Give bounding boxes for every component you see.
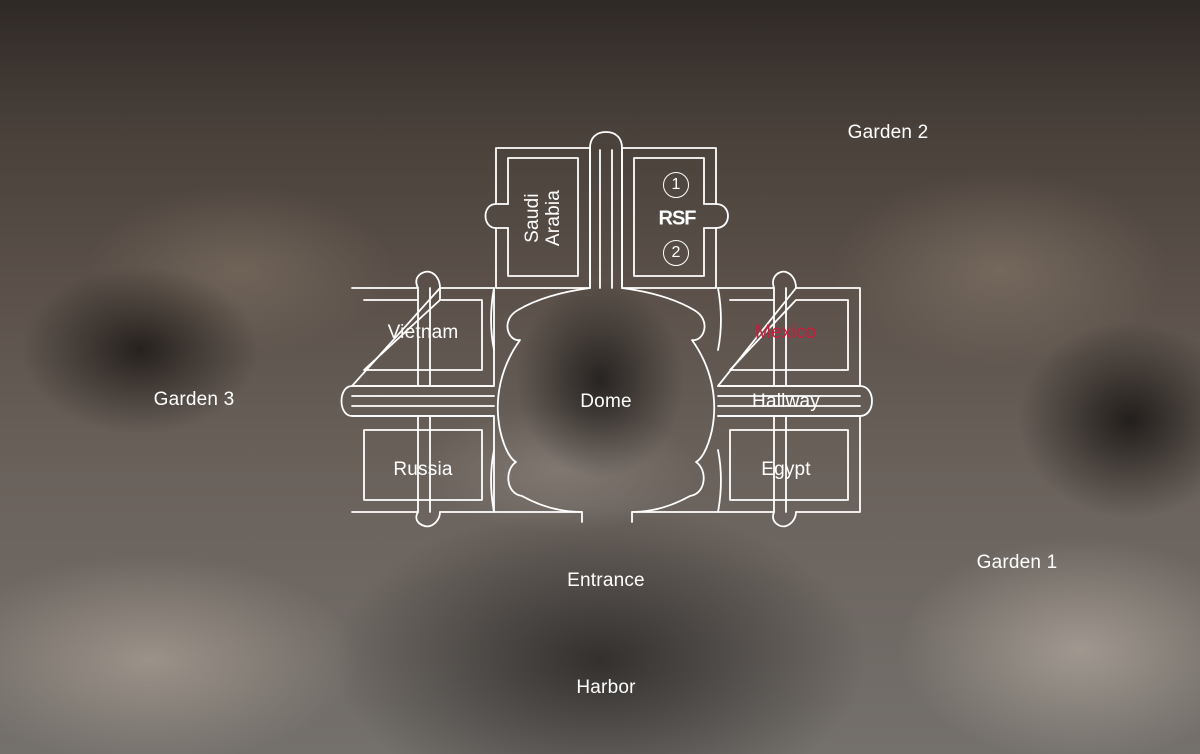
garden-3-label[interactable]: Garden 3 [153, 389, 235, 410]
entrance-label[interactable]: Entrance [567, 570, 645, 591]
dome-outline[interactable] [490, 287, 722, 523]
vietnam-room[interactable] [351, 270, 495, 387]
booth-1-icon[interactable]: 1 [663, 172, 689, 198]
garden-1-label[interactable]: Garden 1 [976, 552, 1058, 573]
vietnam-label[interactable]: Vietnam [387, 322, 459, 343]
booth-2-icon[interactable]: 2 [663, 240, 689, 266]
egypt-label[interactable]: Egypt [761, 459, 811, 480]
north-corridor [589, 131, 623, 289]
hallway-label[interactable]: Hallway [752, 391, 820, 412]
dome-label[interactable]: Dome [580, 391, 632, 412]
mexico-label[interactable]: Mexico [755, 322, 817, 343]
russia-label[interactable]: Russia [393, 459, 453, 480]
harbor-label[interactable]: Harbor [576, 677, 636, 698]
west-hallway [340, 385, 495, 417]
russia-room[interactable] [351, 415, 495, 528]
rsf-logo-icon: RSF [658, 207, 697, 230]
saudi-arabia-label[interactable]: Saudi Arabia [522, 189, 564, 247]
garden-2-label[interactable]: Garden 2 [847, 122, 929, 143]
east-hallway[interactable] [717, 385, 873, 417]
